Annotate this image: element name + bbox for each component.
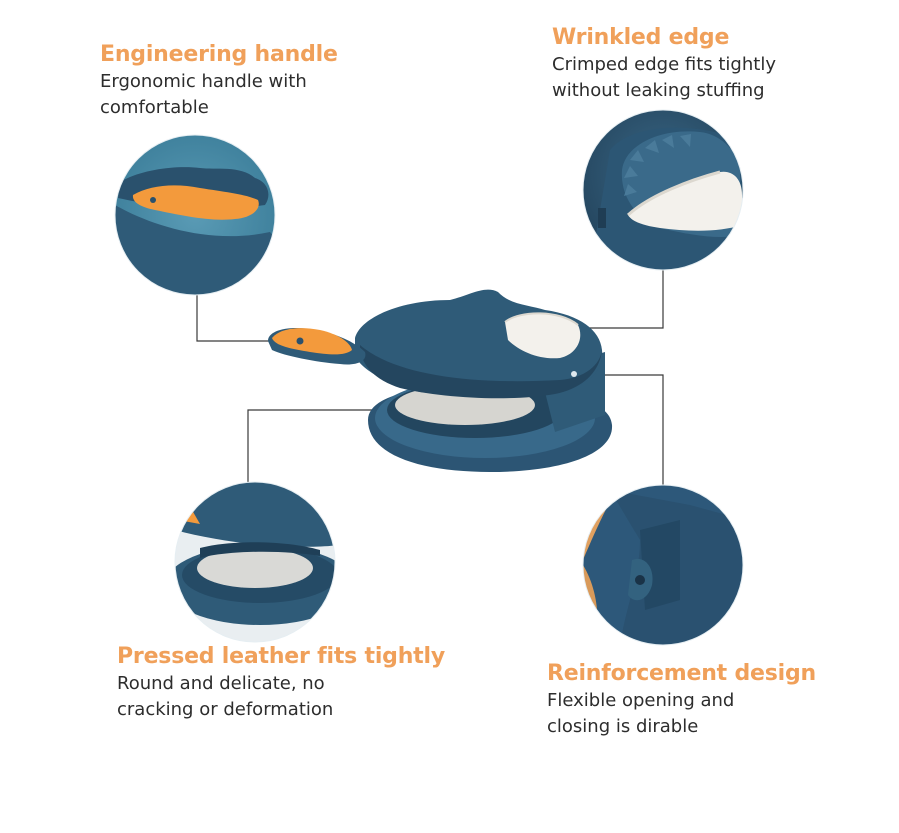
feature-title: Reinforcement design	[547, 661, 816, 686]
feature-title: Wrinkled edge	[552, 25, 730, 50]
detail-circle-press	[175, 482, 335, 642]
feature-desc-line1: Crimped edge fits tightly	[552, 54, 776, 75]
detail-circle-reinforcement	[583, 485, 743, 645]
feature-desc-line2: cracking or deformation	[117, 699, 334, 720]
callout-line-edge	[577, 270, 664, 329]
feature-desc-line2: closing is dirable	[547, 716, 699, 737]
feature-desc-line2: comfortable	[100, 97, 209, 118]
feature-title: Pressed leather fits tightly	[117, 644, 445, 669]
detail-circle-handle	[115, 135, 275, 295]
feature-reinforcement-design: Reinforcement design Flexible opening an…	[547, 660, 887, 740]
feature-desc-line1: Round and delicate, no	[117, 673, 325, 694]
feature-wrinkled-edge: Wrinkled edge Crimped edge fits tightly …	[552, 24, 882, 104]
feature-pressed-leather: Pressed leather fits tightly Round and d…	[117, 643, 477, 723]
feature-desc-line1: Flexible opening and	[547, 690, 735, 711]
callout-line-press	[247, 409, 396, 482]
feature-title: Engineering handle	[100, 42, 338, 67]
detail-circle-edge	[583, 110, 743, 270]
callout-line-handle	[196, 295, 296, 342]
feature-desc-line2: without leaking stuffing	[552, 80, 765, 101]
feature-engineering-handle: Engineering handle Ergonomic handle with…	[100, 41, 400, 121]
dumpling-maker	[268, 289, 613, 472]
feature-desc-line1: Ergonomic handle with	[100, 71, 307, 92]
